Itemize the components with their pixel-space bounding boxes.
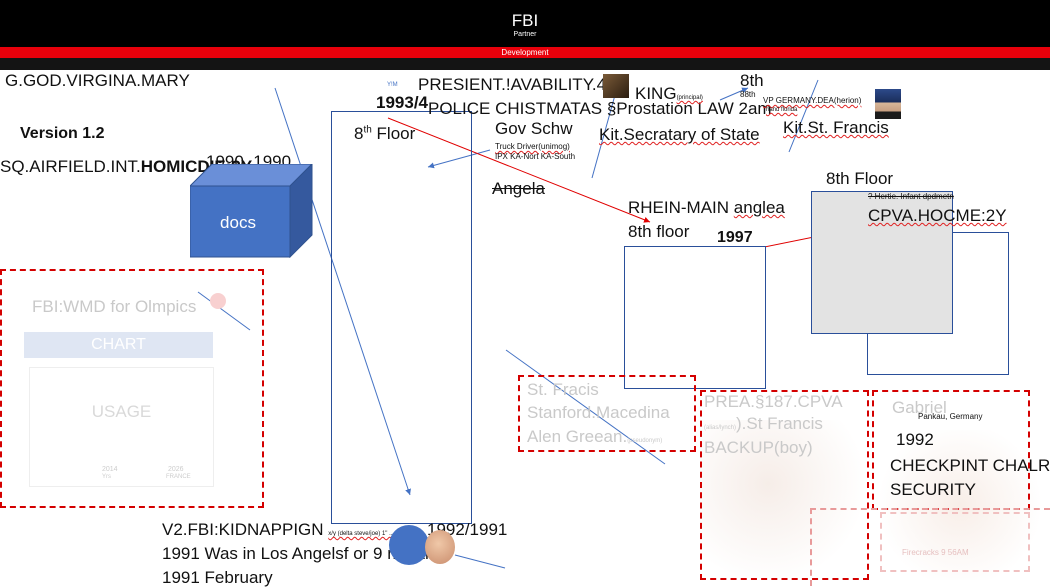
kidnap-label: V2.FBI:KIDNAPPIGN x/y (delta steve/joe) … xyxy=(162,520,395,539)
arrow-line xyxy=(719,87,749,101)
box2-line3: BACKUP(boy) xyxy=(704,438,813,457)
kit-secretary-label: Kit.Secratary of State xyxy=(599,125,760,144)
la-line: 1991 Was in Los Angelsf or 9 months xyxy=(162,544,443,563)
prea-box: PREA.§187.CPVA (alias/lynch)).St Francis… xyxy=(700,390,869,580)
year-range-label: 1993/4 xyxy=(376,93,428,112)
subheader-bar xyxy=(0,58,1050,70)
sub-tick-2: FRANCE xyxy=(166,474,191,480)
box1-line3: Alen Greean.(pseudonym) xyxy=(527,427,663,446)
faded-photo-2 xyxy=(870,430,1050,580)
blue-circle xyxy=(389,525,429,565)
february-line: 1991 February xyxy=(162,568,273,587)
eighth-label: 8th xyxy=(740,71,764,90)
floor-label-right: 8th Floor xyxy=(826,169,894,188)
usage-chart: USAGE 2014 2026 Yrs FRANCE xyxy=(29,367,214,487)
header-title: FBI xyxy=(511,11,539,30)
box1-line1: St. Fracis xyxy=(527,380,599,399)
development-bar: Development xyxy=(0,47,1050,58)
usage-label: USAGE xyxy=(91,402,152,421)
development-label: Development xyxy=(501,48,549,57)
faded-footer: Firecracks 9 56AM xyxy=(902,548,969,557)
cpva-label: CPVA.HOCME:2Y xyxy=(868,206,1007,225)
docs-cube[interactable]: docs xyxy=(190,164,314,258)
chart-header: CHART xyxy=(24,332,213,358)
connector-line xyxy=(591,94,616,179)
arrow-line xyxy=(274,87,411,496)
chart-label: CHART xyxy=(91,336,146,353)
gov-label: Gov Schw xyxy=(495,119,573,138)
faded-dashed-corner xyxy=(810,508,1050,586)
gabriel-name: Gabriel xyxy=(892,398,947,417)
floor-box-middle xyxy=(624,246,766,389)
year-tick-2: 2026 xyxy=(168,466,184,473)
gabriel-location: Pankau, Germany xyxy=(918,412,983,421)
connector-line xyxy=(454,554,506,569)
sub-tick-1: Yrs xyxy=(102,474,111,480)
police-label: POLICE CHISTMATAS §Prostation LAW 2am xyxy=(428,99,772,118)
rhein-label: RHEIN-MAIN anglea xyxy=(628,198,785,217)
airfield-prefix: SQ.AIRFIELD.INT. xyxy=(0,157,141,176)
faded-box: Firecracks 9 56AM xyxy=(880,512,1030,572)
year-tick-1: 2014 xyxy=(102,466,118,473)
year-1997-label: 1997 xyxy=(717,229,753,246)
wmd-panel: FBI:WMD for Olmpics CHART USAGE 2014 202… xyxy=(0,269,264,508)
box2-line2: (alias/lynch)).St Francis xyxy=(704,414,823,433)
wmd-title: FBI:WMD for Olmpics xyxy=(32,297,197,316)
president-label: PRESIENT.!AVABILITY.41 xyxy=(418,75,616,94)
vp-sub-label: hand florida xyxy=(766,107,798,113)
cube-label: docs xyxy=(220,213,256,232)
box1-line2: Stanford.Macedina xyxy=(527,403,670,422)
angela-label: Angela xyxy=(492,179,545,198)
faded-photo xyxy=(700,420,870,580)
floor-box-front xyxy=(811,191,953,334)
connector-line xyxy=(505,349,666,465)
header-subtitle: Partner xyxy=(513,31,537,38)
top-header-bar: FBI Partner xyxy=(0,0,1050,47)
face-image xyxy=(425,530,455,564)
eighth-small-label: 88th xyxy=(740,90,756,99)
version-label: Version 1.2 xyxy=(20,125,105,142)
kit-francis-label: Kit.St. Francis xyxy=(783,118,889,137)
floor-label-middle: 8th floor xyxy=(628,222,690,241)
floor-frame xyxy=(331,111,472,524)
connector-line xyxy=(788,79,819,153)
vp-portrait-image xyxy=(875,89,901,119)
connector-line xyxy=(197,291,251,331)
king-label: KING(principal) xyxy=(635,84,703,103)
box2-line1: PREA.§187.CPVA xyxy=(704,392,843,411)
floor-label-left: 8th Floor xyxy=(354,124,416,143)
portrait-image xyxy=(603,74,629,98)
stfrancis-box: St. Fracis Stanford.Macedina Alen Greean… xyxy=(518,375,696,452)
checkpoint-label: CHECKPINT CHALRIE xyxy=(890,456,1050,475)
name-label: G.GOD.VIRGINA.MARY xyxy=(5,71,190,90)
gabriel-box: Gabriel Pankau, Germany 1992 CHECKPINT C… xyxy=(872,390,1050,510)
arrow-line xyxy=(427,149,491,169)
ipx-label: IPX KA-Nort KA-South xyxy=(495,152,576,161)
gabriel-year: 1992 xyxy=(896,430,934,449)
security-label: SECURITY xyxy=(890,480,976,499)
red-arrow-line xyxy=(387,117,651,223)
marker-text: Y!M xyxy=(387,82,398,88)
truck-label: Truck Driver(unimog) xyxy=(495,142,570,151)
vp-label: VP GERMANY.DEA(herion) xyxy=(763,96,862,105)
heart-icon xyxy=(210,293,226,309)
hertie-label: ? Hertie. Infant dpdmetn xyxy=(868,192,954,201)
